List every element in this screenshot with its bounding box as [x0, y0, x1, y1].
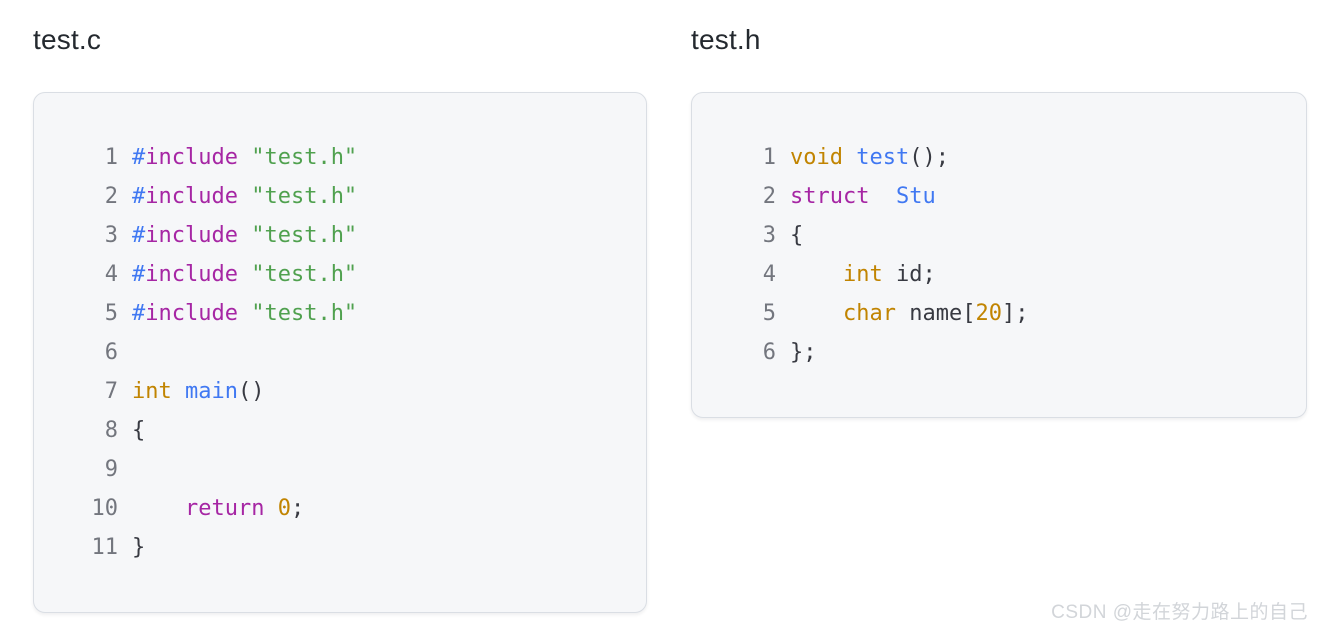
code-line: 3 #include "test.h"	[88, 216, 636, 255]
file-title-test-h: test.h	[691, 24, 761, 55]
line-number: 5	[762, 301, 776, 326]
line-number: 2	[762, 184, 776, 209]
code-text: {	[790, 223, 804, 248]
line-number: 11	[91, 535, 119, 560]
code-line: 2 struct Stu	[746, 177, 1296, 216]
code-line: 11}	[88, 528, 636, 567]
code-text: #include "test.h"	[132, 145, 358, 170]
code-text: #include "test.h"	[132, 301, 358, 326]
file-title-test-c: test.c	[33, 24, 102, 55]
line-number: 6	[762, 340, 776, 365]
line-number: 3	[762, 223, 776, 248]
code-text: #include "test.h"	[132, 223, 358, 248]
line-number: 1	[104, 145, 118, 170]
code-line: 4 int id;	[746, 255, 1296, 294]
line-number: 4	[104, 262, 118, 287]
code-line: 10 return 0;	[88, 489, 636, 528]
line-number: 4	[762, 262, 776, 287]
code-line: 6};	[746, 333, 1296, 372]
code-text: char name[20];	[842, 301, 1029, 326]
line-number: 3	[104, 223, 118, 248]
code-text: void test();	[790, 145, 949, 170]
code-line: 3{	[746, 216, 1296, 255]
code-line: 9	[88, 450, 636, 489]
line-number: 7	[104, 379, 118, 404]
code-line: 6	[88, 333, 636, 372]
line-number: 5	[104, 301, 118, 326]
code-text: };	[790, 340, 817, 365]
code-text: int main()	[132, 379, 265, 404]
line-number: 2	[104, 184, 118, 209]
code-text: return 0;	[184, 496, 305, 521]
code-line: 4 #include "test.h"	[88, 255, 636, 294]
code-line: 8{	[88, 411, 636, 450]
code-line: 1 void test();	[746, 138, 1296, 177]
code-line: 7 int main()	[88, 372, 636, 411]
code-text: struct Stu	[790, 184, 936, 209]
line-number: 1	[762, 145, 776, 170]
code-line: 5 #include "test.h"	[88, 294, 636, 333]
code-line: 2 #include "test.h"	[88, 177, 636, 216]
code-text: }	[132, 535, 146, 560]
line-number: 6	[104, 340, 118, 365]
code-text: #include "test.h"	[132, 262, 358, 287]
line-number: 9	[104, 457, 118, 482]
code-text: {	[132, 418, 146, 443]
code-line: 1 #include "test.h"	[88, 138, 636, 177]
line-number: 8	[104, 418, 118, 443]
code-text: #include "test.h"	[132, 184, 358, 209]
csdn-watermark: CSDN @走在努力路上的自己	[1051, 602, 1308, 623]
code-block-test-c: 1 #include "test.h" 2 #include "test.h" 3 #in…	[33, 92, 647, 613]
code-text: int id;	[842, 262, 936, 287]
code-line: 5 char name[20];	[746, 294, 1296, 333]
line-number: 10	[91, 496, 119, 521]
